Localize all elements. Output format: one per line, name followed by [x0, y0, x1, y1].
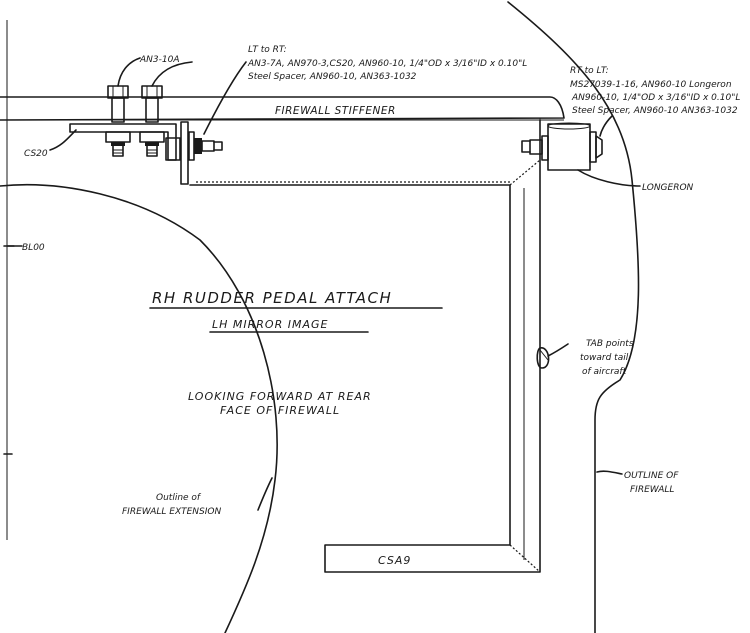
- leader-an3-10a: [117, 57, 141, 87]
- leader-longeron: [577, 169, 641, 187]
- label-lt-to-rt-line1: AN3-7A, AN970-3,CS20, AN960-10, 1/4"OD x…: [247, 59, 527, 69]
- right-bolt-tip: [521, 140, 531, 153]
- label-ext-line2: FIREWALL EXTENSION: [122, 507, 221, 517]
- label-outline-line1: OUTLINE OF: [624, 471, 679, 481]
- firewall-stiffener: [0, 96, 565, 121]
- label-looking-line2: FACE OF FIREWALL: [220, 404, 340, 417]
- left-washer: [188, 131, 195, 161]
- label-rt-to-lt-line2: AN960-10, 1/4"OD x 3/16"ID x 0.10"L: [571, 93, 740, 103]
- tab-detail: [536, 347, 550, 369]
- leader-tab: [547, 343, 569, 357]
- label-tab-line2: toward tail: [580, 353, 629, 363]
- label-tab-line3: of aircraft: [582, 367, 627, 377]
- bracket-diag-hidden-bottom: [509, 544, 541, 573]
- label-cs20: CS20: [24, 149, 48, 159]
- leader-lt-to-rt: [203, 61, 247, 135]
- label-rt-to-lt-line3: Steel Spacer, AN960-10 AN363-1032: [572, 106, 738, 116]
- bolt-an3-10a-left: [105, 85, 131, 157]
- bracket-diag-hidden-top: [509, 159, 541, 186]
- tab-detail-line: [539, 349, 549, 361]
- leader-an3-10a-b: [151, 61, 193, 87]
- label-looking-line1: LOOKING FORWARD AT REAR: [188, 390, 372, 403]
- left-bracket-tab: [180, 121, 189, 185]
- label-tab-line1: TAB points: [586, 339, 634, 349]
- left-spacer: [201, 140, 215, 152]
- label-lt-to-rt-line2: Steel Spacer, AN960-10, AN363-1032: [248, 72, 417, 82]
- right-washer-inner: [541, 135, 549, 161]
- left-nut: [194, 138, 202, 154]
- drawing-title: RH RUDDER PEDAL ATTACH: [152, 289, 392, 307]
- label-lt-to-rt-title: LT to RT:: [248, 45, 287, 55]
- leader-firewall-outline: [596, 470, 623, 475]
- label-csa9: CSA9: [378, 554, 411, 567]
- label-rt-to-lt-line1: MS27039-1-16, AN960-10 Longeron: [570, 80, 732, 90]
- label-rt-to-lt-title: RT to LT:: [570, 66, 609, 76]
- label-an3-10a: AN3-10A: [139, 55, 179, 65]
- cs20-nut: [165, 137, 181, 161]
- leader-cs20: [49, 129, 77, 151]
- left-bolt-tip: [213, 141, 223, 151]
- label-bl00: BL00: [22, 243, 45, 253]
- label-firewall-stiffener: FIREWALL STIFFENER: [275, 105, 396, 117]
- leader-extension: [257, 477, 273, 511]
- right-nut: [595, 135, 603, 159]
- label-outline-line2: FIREWALL: [630, 485, 674, 495]
- label-longeron: LONGERON: [642, 183, 694, 193]
- drawing-subtitle: LH MIRROR IMAGE: [212, 318, 328, 331]
- longeron-block: [547, 123, 591, 171]
- firewall-outline: [507, 1, 640, 633]
- firewall-extension-outline: [0, 183, 278, 633]
- leader-rt-to-lt: [599, 115, 613, 137]
- label-ext-line1: Outline of: [156, 493, 202, 503]
- right-washer-outer: [589, 131, 597, 163]
- longeron-block-top: [547, 122, 591, 130]
- right-spacer: [529, 139, 543, 155]
- pedal-bracket-frame: [189, 119, 541, 573]
